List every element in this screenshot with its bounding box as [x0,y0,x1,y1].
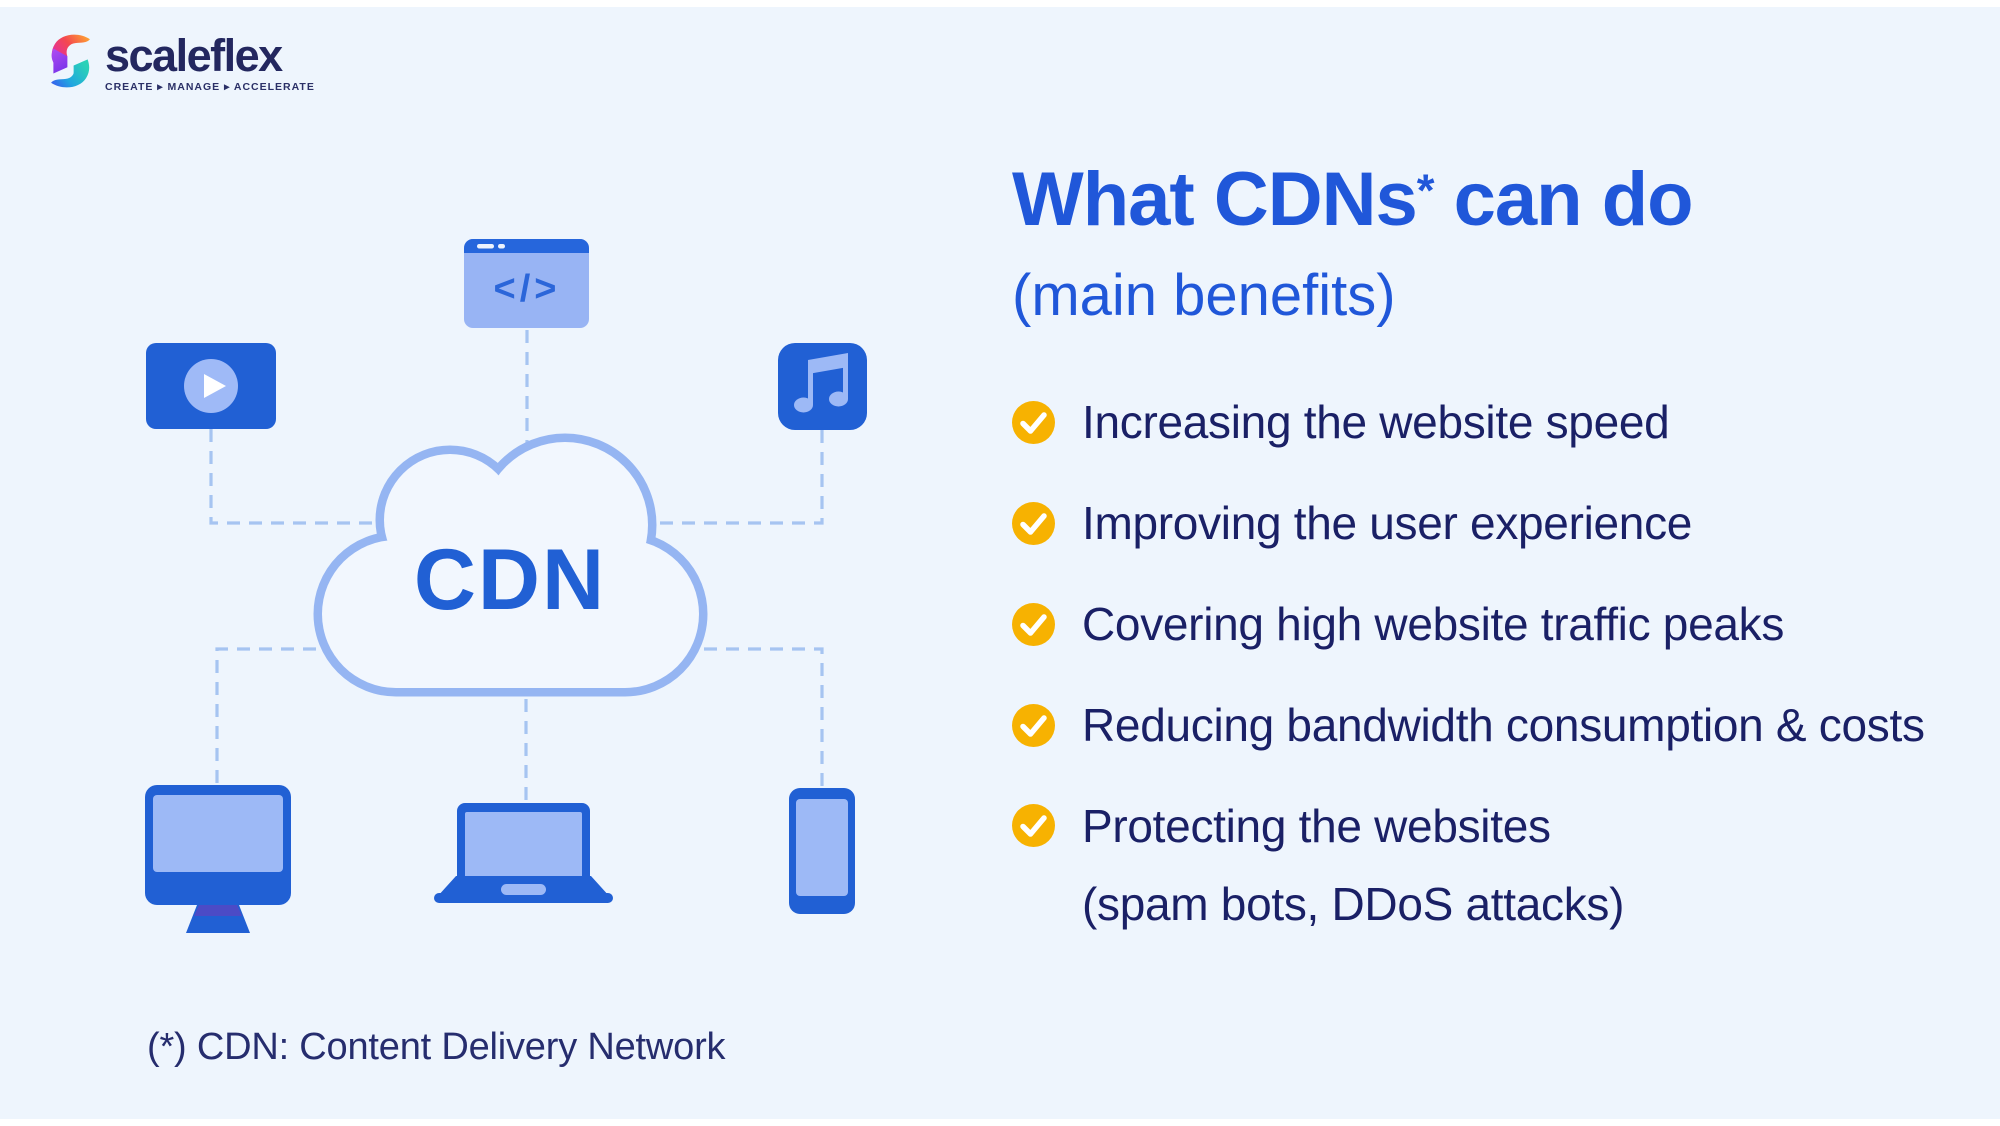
benefit-item: Reducing bandwidth consumption & costs [1012,697,1925,753]
benefit-label: Improving the user experience [1082,497,1693,549]
benefit-label: Covering high website traffic peaks [1082,598,1785,650]
check-icon [1012,804,1055,847]
desktop-computer-icon [145,785,291,933]
top-border [0,0,2000,7]
page-title: What CDNs* can do [1012,156,1694,253]
benefit-item: Protecting the websites (spam bots, DDoS… [1012,798,1925,932]
benefit-label: Protecting the websites (spam bots, DDoS… [1082,798,1624,932]
benefit-label-line1: Protecting the websites [1082,800,1551,852]
code-window-icon: </> [464,239,589,328]
cdn-network-diagram: CDN </> [145,239,867,933]
laptop-icon [434,803,613,903]
scaleflex-logo-icon [51,34,90,88]
logo-wordmark: scaleflex [105,30,283,81]
title-text: What CDNs [1012,157,1418,242]
subtitle: (main benefits) [1012,263,1396,328]
check-icon [1012,602,1055,646]
benefit-item: Covering high website traffic peaks [1012,596,1925,652]
benefit-item: Increasing the website speed [1012,394,1925,450]
check-icon [1012,501,1055,545]
benefit-label: Increasing the website speed [1082,396,1670,448]
benefit-label: Reducing bandwidth consumption & costs [1082,699,1925,751]
cdn-cloud: CDN [313,433,708,697]
music-note-icon [778,343,867,430]
benefits-list: Increasing the website speed Improving t… [1012,394,1925,977]
cloud-label: CDN [414,532,606,628]
check-icon [1012,703,1055,747]
title-text-2: can do [1433,157,1694,242]
connector-lines [209,330,824,800]
code-glyph: </> [494,268,561,310]
logo-tagline: CREATE ▸ MANAGE ▸ ACCELERATE [105,81,315,93]
title-asterisk: * [1416,164,1435,216]
smartphone-icon [789,788,855,914]
benefit-item: Improving the user experience [1012,495,1925,551]
scaleflex-logo: scaleflex CREATE ▸ MANAGE ▸ ACCELERATE [47,33,315,93]
bottom-border [0,1119,2000,1126]
check-icon [1012,400,1055,444]
benefit-label-line2: (spam bots, DDoS attacks) [1082,878,1625,930]
video-player-icon [146,343,276,429]
footnote: (*) CDN: Content Delivery Network [147,1026,726,1068]
